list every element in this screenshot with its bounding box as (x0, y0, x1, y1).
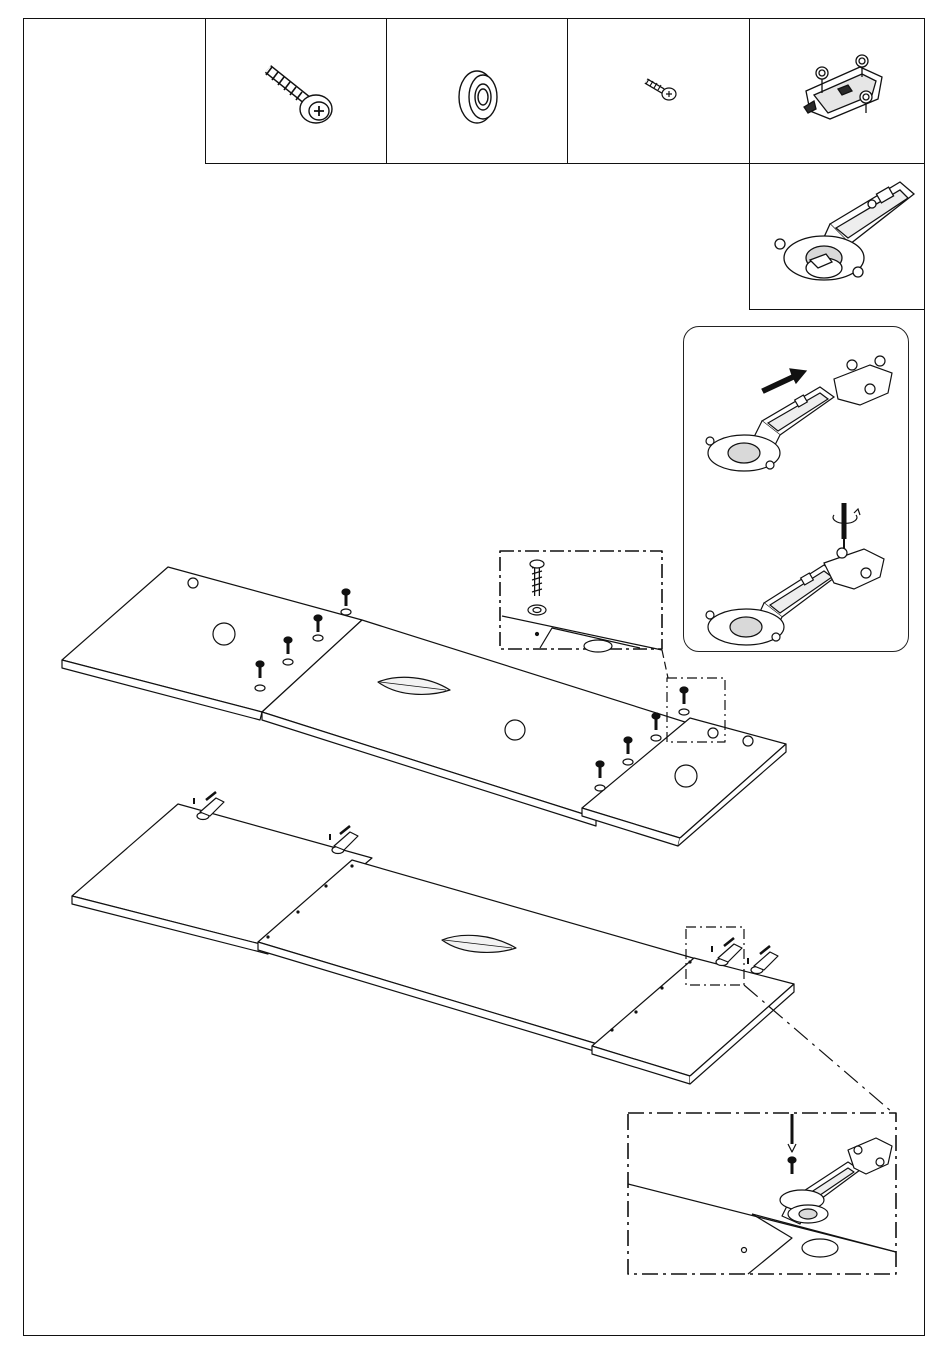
hinge-screw-detail-callout (628, 1113, 896, 1274)
lower-door-panel-assembly (72, 792, 892, 1112)
upper-door-panel-assembly (62, 567, 786, 846)
screw-washer-detail-callout (500, 551, 668, 678)
